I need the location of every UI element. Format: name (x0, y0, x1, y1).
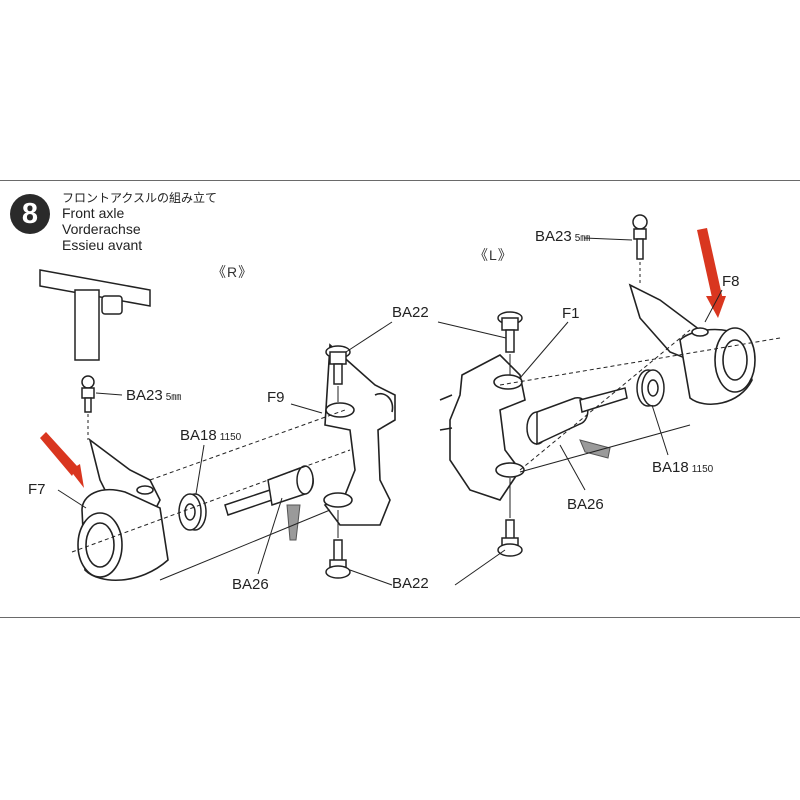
step-title-block: フロントアクスルの組み立て Front axle Vorderachse Ess… (62, 191, 217, 253)
axle-ba26-right (224, 465, 314, 516)
label-f1: F1 (562, 305, 580, 322)
screw-ba22-upper-right (325, 345, 351, 385)
label-ba23-right-size: 5㎜ (165, 392, 182, 403)
label-ba18-right-size: 1150 (219, 432, 242, 443)
label-ba23-right-code: BA23 (126, 387, 163, 404)
label-ba18-right-code: BA18 (180, 427, 217, 444)
red-arrow-left (697, 228, 723, 302)
label-ba23-left-code: BA23 (535, 228, 572, 245)
grease-marker-right (286, 504, 301, 541)
title-german: Vorderachse (62, 221, 141, 237)
axle-ba26-left (526, 387, 628, 446)
label-f8: F8 (722, 273, 740, 290)
label-f9: F9 (267, 389, 285, 406)
knuckle-f8 (628, 283, 756, 405)
label-ba26-left: BA26 (567, 496, 604, 513)
title-french: Essieu avant (62, 237, 143, 253)
c-hub-f9 (323, 343, 396, 526)
screw-ba22-upper-left (497, 311, 523, 353)
top-border-line (0, 180, 800, 181)
side-label-right: 《R》 (212, 264, 254, 280)
cross-wrench-tool (39, 269, 151, 361)
title-japanese: フロントアクスルの組み立て (62, 191, 218, 205)
screw-ba22-lower-right (325, 539, 351, 579)
title-english: Front axle (62, 205, 125, 221)
bearing-ba18-right (178, 493, 207, 531)
red-arrow-right (40, 432, 77, 476)
screw-ba22-lower-left (497, 519, 523, 557)
label-f7: F7 (28, 481, 46, 498)
bearing-ba18-left (636, 369, 665, 407)
ball-stud-right (81, 375, 95, 413)
label-ba22-top: BA22 (392, 304, 429, 321)
label-ba26-right: BA26 (232, 576, 269, 593)
grease-marker-left (579, 439, 611, 459)
label-ba18-left-size: 1150 (691, 464, 714, 475)
step-number-badge: 8 (10, 194, 50, 234)
c-hub-f1 (439, 354, 526, 501)
bottom-border-line (0, 617, 800, 618)
label-ba23-left-size: 5㎜ (574, 233, 591, 244)
side-label-left: 《L》 (474, 247, 513, 263)
knuckle-f7 (77, 438, 169, 581)
ball-stud-left (632, 214, 648, 260)
label-ba22-bottom: BA22 (392, 575, 429, 592)
label-ba18-left-code: BA18 (652, 459, 689, 476)
